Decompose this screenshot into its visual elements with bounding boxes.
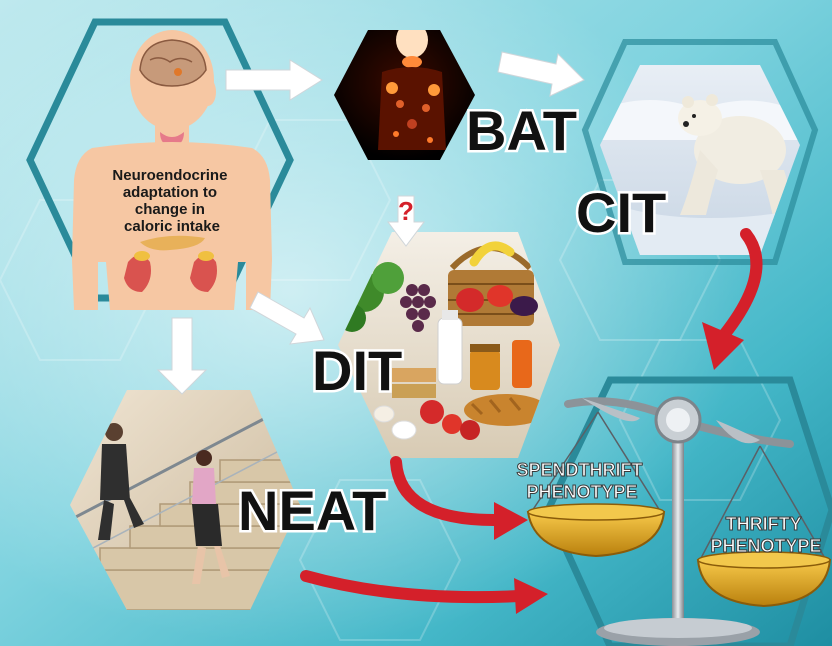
dit-label: DIT [312,339,402,402]
spendthrift-label-line: PHENOTYPE [526,482,637,502]
thrifty-label-line: PHENOTYPE [710,536,821,556]
spendthrift-label-line: SPENDTHRIFT [516,460,642,480]
question-mark: ? [398,196,414,226]
neat-label: NEAT [238,479,386,542]
cit-label: CIT [576,181,666,244]
body-caption-line: adaptation to [123,184,217,201]
body-caption-line: change in [135,201,205,218]
body-caption-line: Neuroendocrine [112,167,227,184]
body-caption-line: caloric intake [124,218,220,235]
thrifty-label-line: THRIFTY [726,514,802,534]
bat-label: BAT [466,99,577,162]
